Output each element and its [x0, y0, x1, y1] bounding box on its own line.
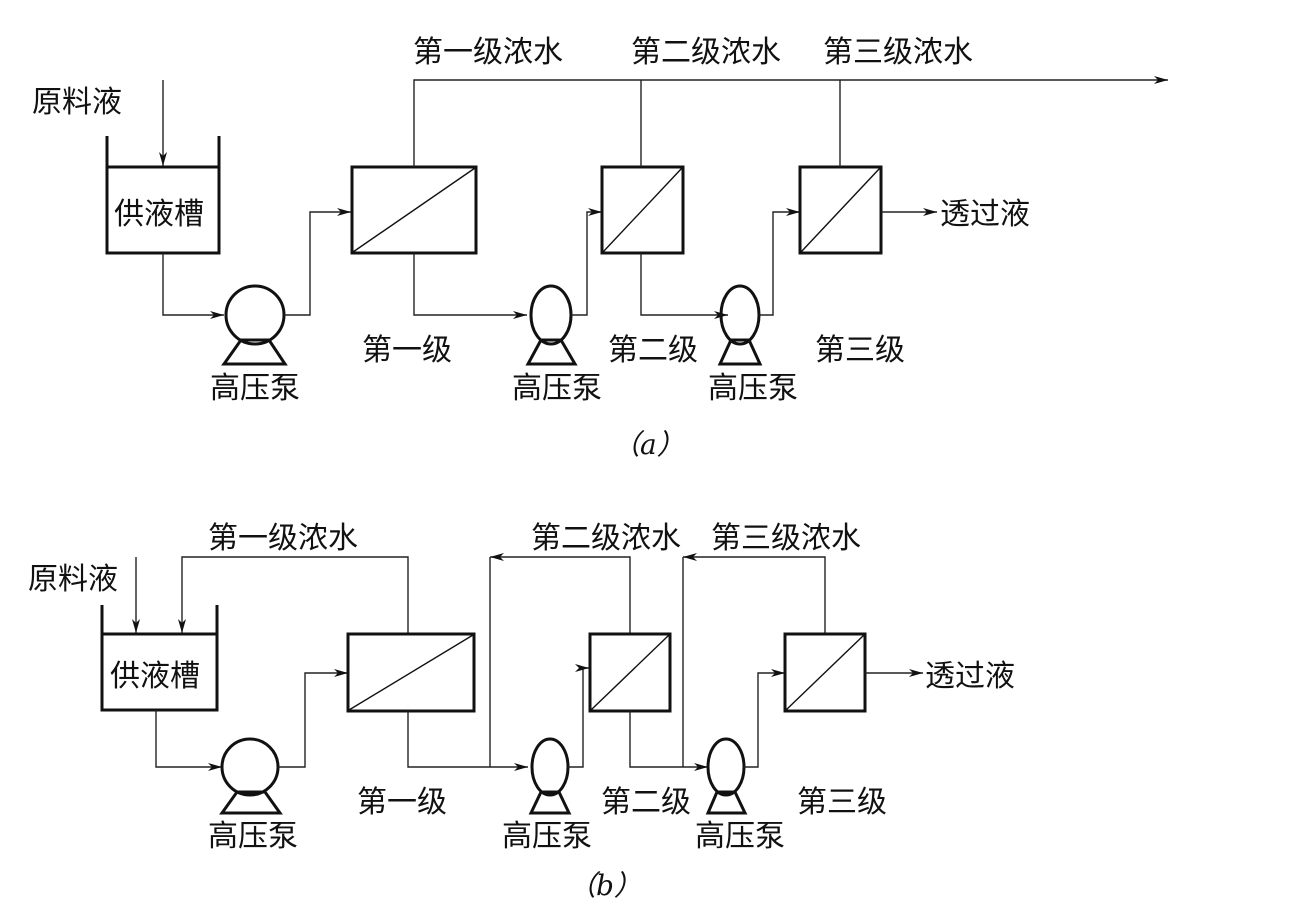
- diagram-a: 原料液 供液槽 高压泵 第一级 第一级浓水 高压: [32, 35, 1168, 461]
- pump-body: [530, 737, 570, 797]
- supply-tank: 供液槽: [100, 605, 219, 712]
- pump-base: [717, 338, 763, 366]
- pump-base: [221, 338, 288, 366]
- pump-body: [706, 737, 746, 797]
- stage-label: 第二级: [608, 333, 698, 368]
- pump-label: 高压泵: [695, 819, 785, 854]
- pump-2: 高压泵: [512, 284, 602, 406]
- concentrate-label-3: 第三级浓水: [711, 521, 861, 556]
- pipe-pump-2-to-stage-2: [571, 208, 602, 316]
- pump-label: 高压泵: [208, 819, 298, 854]
- concentrate-outlet-line: [413, 76, 1168, 167]
- pipe-pump-3-to-stage-3: [759, 208, 800, 316]
- recycle-stage-1-to-tank: [178, 556, 409, 634]
- tank-label: 供液槽: [110, 659, 200, 694]
- pump-1: 高压泵: [208, 737, 298, 854]
- feed-label: 原料液: [32, 85, 122, 120]
- pump-base: [528, 790, 572, 815]
- membrane-line: [590, 634, 670, 711]
- membrane-stage-1: 第一级: [346, 632, 476, 820]
- membrane-stage-3: 第三级: [798, 165, 905, 368]
- membrane-line: [352, 167, 476, 253]
- membrane-line: [800, 167, 881, 253]
- pipe-pump-2-to-stage-2: [568, 664, 589, 768]
- membrane-line: [348, 634, 474, 711]
- pump-base: [525, 338, 578, 366]
- concentrate-label-3: 第三级浓水: [823, 35, 973, 70]
- pipe-stage-2-to-pump-3: [640, 253, 728, 319]
- pipe-stage-1-to-pump-2: [413, 253, 527, 319]
- concentrate-label-1: 第一级浓水: [413, 35, 563, 70]
- recycle-stage-2-top: [490, 553, 631, 634]
- pipe-stage-1-to-pump-2: [407, 711, 528, 771]
- pump-1: 高压泵: [210, 284, 300, 406]
- pump-body: [529, 284, 573, 346]
- pump-label: 高压泵: [210, 371, 300, 406]
- pump-label: 高压泵: [512, 371, 602, 406]
- diagram-b: 原料液 供液槽 第一级浓水 高压泵 第一级 第二级浓水: [28, 521, 1015, 902]
- pump-base: [705, 790, 748, 815]
- membrane-stage-2: 第二级: [588, 632, 691, 820]
- stage-label: 第三级: [815, 333, 905, 368]
- stage-label: 第二级: [601, 785, 691, 820]
- pump-base: [219, 790, 283, 815]
- pump-body: [224, 284, 286, 346]
- stage-label: 第一级: [362, 333, 452, 368]
- caption-b: （b）: [568, 869, 642, 902]
- concentrate-label-1: 第一级浓水: [208, 521, 358, 556]
- pipe-stage-2-to-pump-3: [629, 711, 708, 771]
- pipe-pump-3-to-stage-3: [744, 669, 785, 768]
- feed-label: 原料液: [28, 562, 118, 597]
- permeate-label: 透过液: [925, 659, 1015, 694]
- membrane-line: [785, 634, 865, 711]
- recycle-stage-3-top: [683, 553, 826, 634]
- membrane-stage-2: 第二级: [600, 165, 698, 368]
- pump-2: 高压泵: [502, 737, 592, 854]
- pump-label: 高压泵: [502, 819, 592, 854]
- caption-a: （a）: [612, 428, 685, 461]
- tank-label: 供液槽: [114, 197, 204, 232]
- pipe-tank-to-pump-1: [155, 710, 222, 771]
- pipe-tank-to-pump-1: [162, 253, 224, 319]
- stage-label: 第三级: [797, 785, 887, 820]
- pump-body: [220, 737, 280, 797]
- pipe-pump-1-to-stage-1: [278, 669, 348, 768]
- pump-3: 高压泵: [695, 737, 785, 854]
- supply-tank: 供液槽: [105, 136, 221, 255]
- membrane-line: [602, 167, 683, 253]
- pipe-pump-1-to-stage-1: [284, 208, 351, 316]
- stage-label: 第一级: [357, 785, 447, 820]
- pump-3: 高压泵: [708, 284, 798, 406]
- tank-outline: [100, 605, 219, 712]
- concentrate-label-2: 第二级浓水: [531, 521, 681, 556]
- permeate-label: 透过液: [940, 197, 1030, 232]
- concentrate-label-2: 第二级浓水: [631, 35, 781, 70]
- membrane-stage-3: 第三级: [783, 632, 887, 820]
- pump-label: 高压泵: [708, 371, 798, 406]
